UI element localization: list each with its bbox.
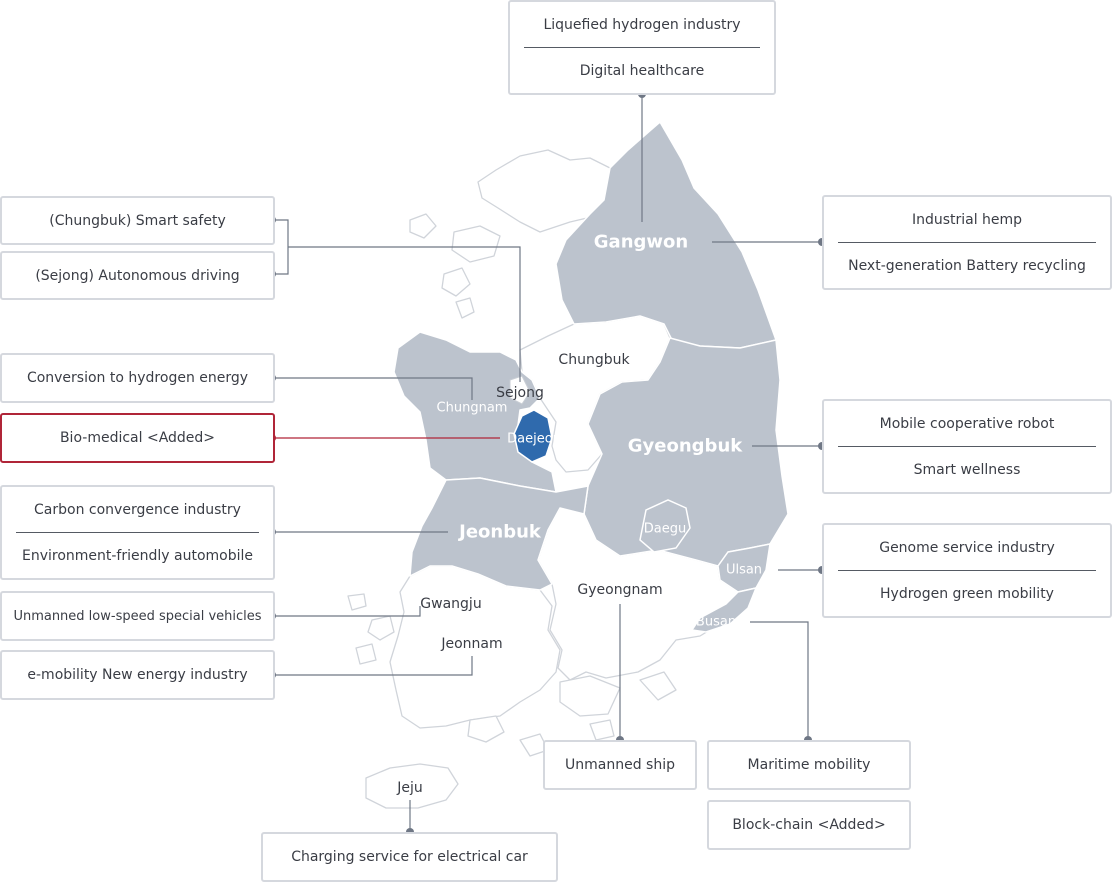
region-label-ulsan: Ulsan — [725, 562, 763, 578]
island-south-4 — [355, 643, 377, 665]
sejong-industry-box: (Sejong) Autonomous driving — [0, 251, 275, 300]
divider — [838, 446, 1096, 447]
connector-busan — [750, 621, 809, 740]
divider — [838, 242, 1096, 243]
gyeongbuk-industry-2: Smart wellness — [913, 461, 1021, 478]
jeonbuk-industry-box: Carbon convergence industry Environment-… — [0, 485, 275, 580]
jeonbuk-region — [409, 477, 589, 591]
connector-sejong — [288, 246, 521, 382]
connector-gwangju — [272, 606, 421, 617]
gyeongnam-industry-box: Unmanned ship — [543, 740, 697, 790]
region-label-chungnam: Chungnam — [436, 400, 508, 416]
gangwon-industry-2: Digital healthcare — [579, 62, 705, 79]
region-label-daegu: Daegu — [643, 521, 687, 537]
gyeongbuk-industry-box: Mobile cooperative robot Smart wellness — [822, 399, 1112, 494]
chungnam-industry-box: Conversion to hydrogen energy — [0, 353, 275, 403]
jeju-industry-box: Charging service for electrical car — [261, 832, 558, 882]
region-label-busan: Busan — [695, 614, 737, 630]
island-west-3 — [455, 297, 475, 319]
gyeongbuk-east-industry-box: Industrial hemp Next-generation Battery … — [822, 195, 1112, 290]
jeju-island — [365, 763, 459, 809]
gangwon-industry-box: Liquefied hydrogen industry Digital heal… — [508, 0, 776, 95]
island-south-1 — [467, 715, 505, 743]
island-south-5 — [347, 593, 367, 611]
gwangju-industry-box: Unmanned low-speed special vehicles — [0, 591, 275, 641]
region-label-gyeongbuk: Gyeongbuk — [627, 435, 743, 457]
land-north-outline — [477, 149, 629, 233]
island-south-7 — [589, 719, 615, 741]
gyeongnam-coast — [559, 675, 621, 717]
ulsan-region — [717, 543, 771, 593]
gyeongbuk-industry-1: Mobile cooperative robot — [879, 415, 1055, 432]
daegu-region — [639, 499, 691, 553]
daejeon-region — [513, 409, 553, 463]
island-south-3 — [367, 615, 395, 641]
busan-industry-box-1: Maritime mobility — [707, 740, 911, 790]
gangwon-industry-1: Liquefied hydrogen industry — [543, 16, 741, 33]
island-south-2 — [639, 671, 677, 701]
divider — [838, 570, 1096, 571]
region-label-gyeongnam: Gyeongnam — [577, 582, 663, 598]
region-label-gwangju: Gwangju — [420, 596, 482, 612]
connector-chungnam — [272, 377, 473, 400]
daejeon-industry-box: Bio-medical <Added> — [0, 413, 275, 463]
land-west-outline — [451, 225, 501, 263]
gyeongbuk-east-industry-2: Next-generation Battery recycling — [848, 257, 1086, 274]
busan-industry-box-2: Block-chain <Added> — [707, 800, 911, 850]
divider — [16, 532, 259, 533]
region-label-daejeon: Daejeon — [507, 431, 561, 447]
ulsan-industry-1: Genome service industry — [879, 539, 1055, 556]
island-west-1 — [409, 213, 437, 239]
region-label-gangwon: Gangwon — [593, 231, 689, 253]
jeonbuk-industry-1: Carbon convergence industry — [34, 501, 241, 518]
region-label-chungbuk: Chungbuk — [558, 352, 630, 368]
divider — [524, 47, 760, 48]
region-label-jeonnam: Jeonnam — [441, 636, 503, 652]
connector-jeonnam — [272, 656, 473, 676]
region-label-sejong: Sejong — [496, 385, 544, 401]
region-label-jeonbuk: Jeonbuk — [459, 521, 541, 543]
jeonbuk-industry-2: Environment-friendly automobile — [21, 547, 253, 564]
chungbuk-industry-box: (Chungbuk) Smart safety — [0, 196, 275, 245]
gyeongbuk-east-industry-1: Industrial hemp — [911, 211, 1023, 228]
region-label-jeju: Jeju — [397, 780, 423, 796]
busan-region — [691, 587, 757, 633]
jeonnam-industry-box: e-mobility New energy industry — [0, 650, 275, 700]
island-west-2 — [441, 267, 471, 297]
ulsan-industry-box: Genome service industry Hydrogen green m… — [822, 523, 1112, 618]
ulsan-industry-2: Hydrogen green mobility — [880, 585, 1054, 602]
